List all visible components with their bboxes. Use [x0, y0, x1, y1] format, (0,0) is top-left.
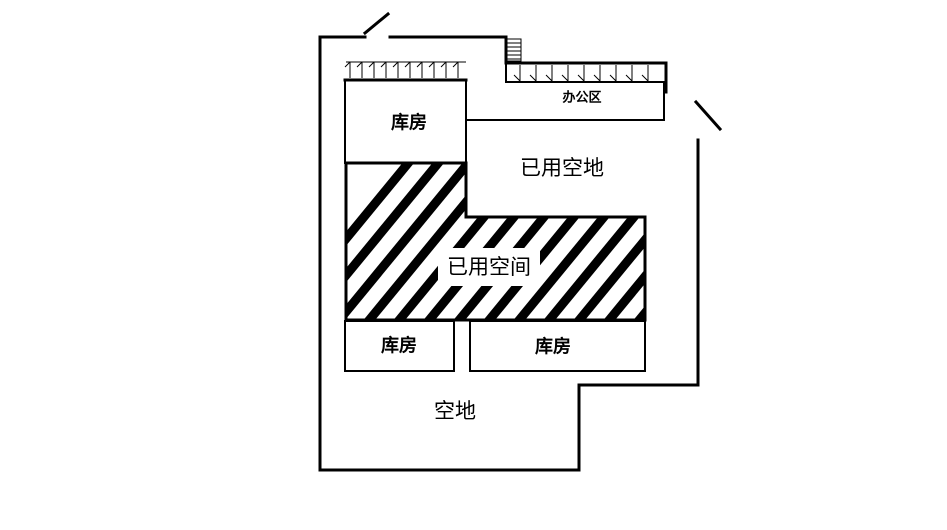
office-area: 办公区 — [466, 63, 665, 121]
top-left-door-leaf — [362, 11, 391, 36]
used-space: 已用空间 — [344, 161, 647, 322]
warehouse-bottom-right-label: 库房 — [535, 336, 571, 358]
warehouse-bottom-right: 库房 — [469, 320, 646, 372]
open-land-label: 空地 — [434, 399, 476, 423]
office-area-outline — [466, 63, 665, 121]
warehouse-bottom-left-label: 库房 — [381, 335, 417, 357]
used-space-hatching — [346, 163, 645, 320]
right-door-leaf — [693, 99, 723, 132]
right-and-bottom-wall — [318, 138, 700, 472]
warehouse-top: 库房 — [343, 61, 468, 164]
office-ticks — [513, 65, 649, 82]
used-open-land-label: 已用空地 — [520, 156, 604, 180]
left-and-top-wall — [318, 35, 367, 472]
used-space-label: 已用空间 — [447, 255, 531, 279]
used-space-label-bg — [438, 248, 540, 286]
outer-walls — [318, 11, 723, 472]
warehouse-bottom-right-box — [469, 320, 646, 372]
stairs — [506, 38, 522, 62]
office-area-label: 办公区 — [562, 90, 601, 106]
warehouse-bottom-left-box — [344, 320, 455, 372]
stairs-box — [506, 38, 522, 62]
warehouse-top-label: 库房 — [391, 112, 427, 134]
warehouse-top-ticks — [344, 61, 466, 78]
warehouse-bottom-left: 库房 — [344, 320, 455, 372]
